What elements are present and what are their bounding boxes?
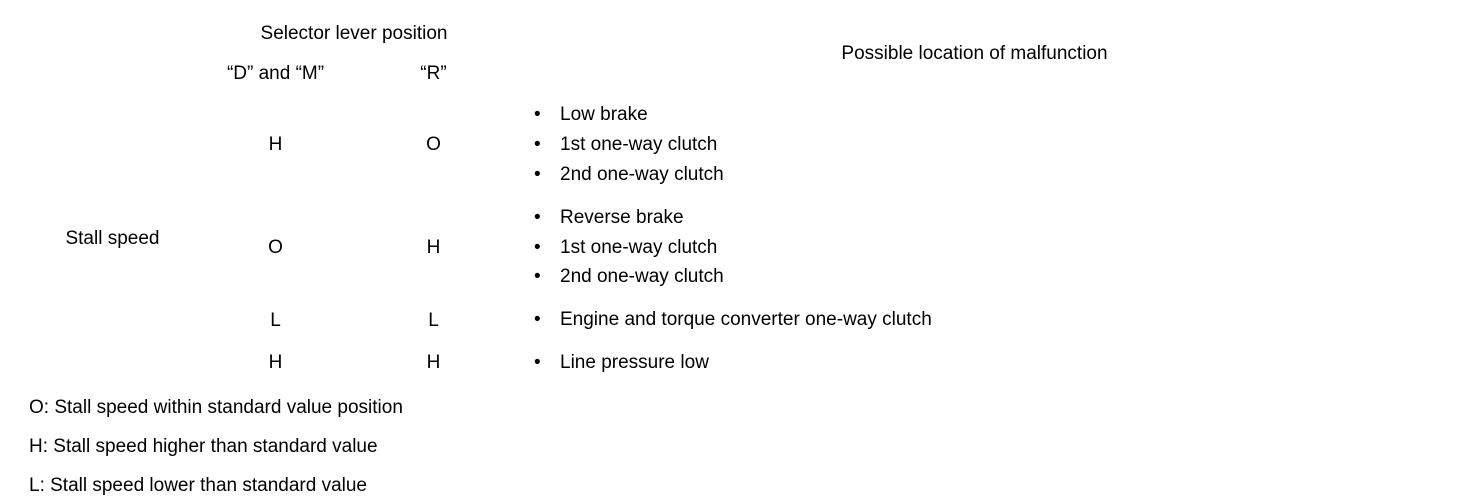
list-item: • 1st one-way clutch [534,236,1437,259]
header-selector-d-and-m: “D” and “M” [226,62,325,84]
bullet-icon: • [534,163,541,185]
cell-malfunction-row-2: • Reverse brake • 1st one-way clutch • 2nd … [512,197,1437,300]
table-body: Stall speed H O • Low brake • 1st one-way … [29,94,1437,385]
list-item-label: Low brake [560,104,648,125]
cell-dm-row-1: H [268,134,283,156]
cell-malfunction-row-4: • Line pressure low [512,342,1437,385]
list-item: • 2nd one-way clutch [534,163,1437,186]
list-item: • Line pressure low [534,352,1437,374]
header-possible-location-of-malfunction: Possible location of malfunction [841,42,1108,64]
header-row-group: Selector lever position Possible locatio… [29,14,1437,64]
header-selector-lever-position: Selector lever position [260,22,448,44]
table-row: O H • Reverse brake • 1st one-way clutch •… [29,197,1437,300]
list-item: • 1st one-way clutch [534,133,1437,156]
cell-malfunction-row-3: • Engine and torque converter one-way clu… [512,299,1437,342]
cell-dm-row-4: H [268,352,283,374]
list-item-label: 1st one-way clutch [560,236,718,258]
malfunction-list-row-2: • Reverse brake • 1st one-way clutch • 2nd … [512,197,1437,300]
legend-line-h: H: Stall speed higher than standard valu… [29,435,378,457]
cell-malfunction-row-1: • Low brake • 1st one-way clutch • 2nd one-… [512,94,1437,197]
header-selector-r: “R” [420,62,447,84]
list-item: • Engine and torque converter one-way clu… [534,309,1437,331]
bullet-icon: • [534,352,541,374]
list-item: • Low brake [534,104,1437,126]
list-item-label: Line pressure low [560,352,709,374]
bullet-icon: • [534,236,541,258]
cell-r-row-3: L [428,309,439,331]
stall-speed-table-wrapper: Selector lever position Possible locatio… [29,14,1437,385]
table-row: H H • Line pressure low [29,342,1437,385]
malfunction-list-row-1: • Low brake • 1st one-way clutch • 2nd one-… [512,94,1437,197]
bullet-icon: • [534,206,541,228]
list-item-label: Reverse brake [560,206,684,228]
bullet-icon: • [534,266,541,288]
table-header: Selector lever position Possible locatio… [29,14,1437,94]
header-blank-corner [29,14,196,94]
malfunction-list-row-3: • Engine and torque converter one-way clu… [512,299,1437,342]
cell-dm-row-3: L [270,309,281,331]
bullet-icon: • [534,104,541,125]
legend-line-o: O: Stall speed within standard value pos… [29,397,403,418]
table-row: L L • Engine and torque converter one-way… [29,299,1437,342]
bullet-icon: • [534,309,541,331]
malfunction-list-row-4: • Line pressure low [512,342,1437,385]
cell-dm-row-2: O [268,236,283,258]
cell-r-row-4: H [426,352,441,374]
table-legend: O: Stall speed within standard value pos… [29,397,1029,497]
row-group-label-stall-speed: Stall speed [65,228,160,250]
cell-r-row-2: H [426,236,441,258]
list-item: • Reverse brake [534,206,1437,229]
cell-r-row-1: O [426,134,441,156]
table-row: Stall speed H O • Low brake • 1st one-way … [29,94,1437,249]
stall-speed-table: Selector lever position Possible locatio… [29,14,1437,385]
header-row-sub: “D” and “M” “R” [29,54,1437,94]
list-item: • 2nd one-way clutch [534,267,1437,288]
legend-line-l: L: Stall speed lower than standard value [29,474,367,496]
list-item-label: 2nd one-way clutch [560,266,724,288]
list-item-label: 1st one-way clutch [560,133,718,155]
list-item-label: Engine and torque converter one-way clut… [560,309,932,331]
bullet-icon: • [534,133,541,155]
list-item-label: 2nd one-way clutch [560,163,724,185]
